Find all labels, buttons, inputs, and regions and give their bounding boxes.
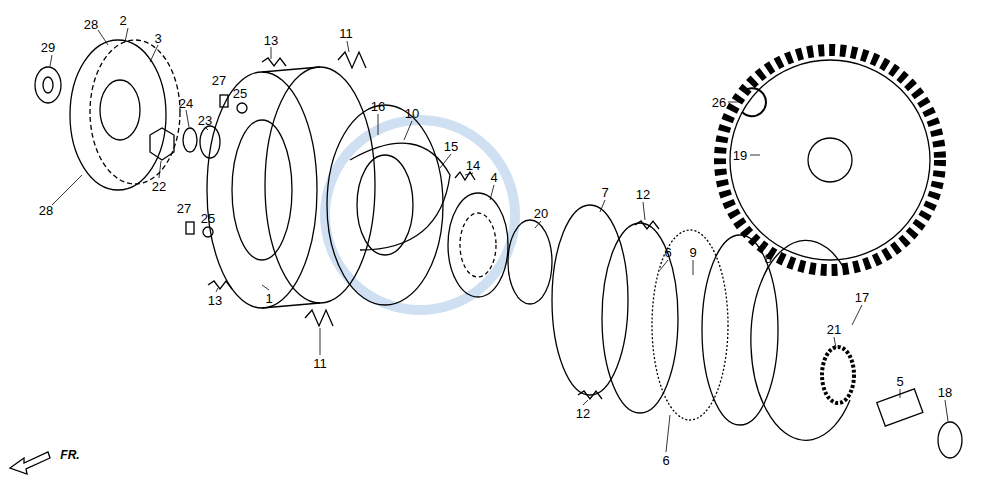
shoe-plate	[357, 155, 413, 255]
callout-number: 2	[118, 13, 127, 28]
bearing	[35, 67, 61, 103]
bearing	[43, 77, 53, 93]
callout-number: 19	[732, 148, 748, 163]
driven-gear-hub	[808, 138, 852, 182]
circlip	[742, 88, 766, 116]
callout-number: 27	[211, 73, 227, 88]
callout-number: 28	[83, 17, 99, 32]
driven-gear	[720, 50, 940, 270]
spring	[208, 281, 232, 289]
drum-window	[232, 120, 292, 260]
one-way-clutch	[448, 193, 508, 297]
callout-number: 8	[763, 251, 772, 266]
drive-gear	[822, 347, 854, 403]
callout-number: 7	[600, 185, 609, 200]
callout-number: 11	[338, 26, 354, 41]
inner-race	[508, 220, 552, 304]
callout-number: 13	[207, 293, 223, 308]
callout-number: 27	[176, 201, 192, 216]
clutch-plate	[602, 223, 678, 413]
callout-number: 23	[197, 113, 213, 128]
callout-number: 5	[895, 374, 904, 389]
callout-number: 12	[635, 187, 651, 202]
callout-number: 9	[688, 245, 697, 260]
driven-gear	[730, 60, 930, 260]
leader-lines	[50, 28, 948, 452]
one-way-clutch	[460, 213, 496, 277]
callout-number: 22	[151, 179, 167, 194]
cover-boss	[100, 80, 140, 140]
clutch-drum	[207, 72, 317, 308]
washer	[183, 128, 197, 152]
callout-number: 14	[465, 158, 481, 173]
clutch-drum	[265, 67, 375, 303]
callout-number: 15	[443, 139, 459, 154]
watermark-logo	[325, 120, 515, 310]
cover-gasket	[90, 40, 180, 184]
callout-number: 26	[711, 95, 727, 110]
direction-label: FR.	[59, 448, 80, 462]
callout-number: 28	[38, 203, 54, 218]
callout-number: 29	[40, 40, 56, 55]
callout-number: 18	[937, 385, 953, 400]
spring	[635, 221, 659, 229]
callout-number: 16	[370, 99, 386, 114]
clutch-drum	[262, 67, 320, 72]
thrust-washer	[938, 422, 962, 458]
lock-nut	[150, 128, 174, 160]
clutch-plate	[702, 235, 778, 425]
callout-number: 6	[663, 245, 672, 260]
callout-number: 13	[263, 33, 279, 48]
spring	[305, 310, 333, 326]
callout-number: 11	[312, 356, 328, 371]
clutch-cover	[70, 40, 166, 190]
spring	[262, 58, 286, 66]
callout-number: 12	[575, 406, 591, 421]
callout-number: 17	[854, 290, 870, 305]
spring	[338, 52, 366, 68]
spring	[578, 391, 602, 399]
shoe-plate	[327, 105, 443, 305]
front-arrow	[10, 452, 50, 474]
callout-number: 20	[533, 206, 549, 221]
callout-number: 4	[489, 170, 498, 185]
washer	[237, 103, 247, 113]
clutch-plate	[552, 205, 628, 395]
callout-number: 3	[153, 31, 162, 46]
callout-number: 25	[200, 211, 216, 226]
callout-number: 25	[232, 86, 248, 101]
friction-disc	[652, 230, 728, 420]
bolt	[186, 222, 194, 234]
callout-number: 24	[178, 96, 194, 111]
callout-number: 10	[404, 106, 420, 121]
wire-spring	[350, 143, 450, 250]
callout-number: 1	[264, 291, 273, 306]
callout-number: 21	[826, 322, 842, 337]
spring	[455, 172, 475, 180]
bushing	[877, 389, 923, 426]
callout-number: 6	[661, 453, 670, 468]
